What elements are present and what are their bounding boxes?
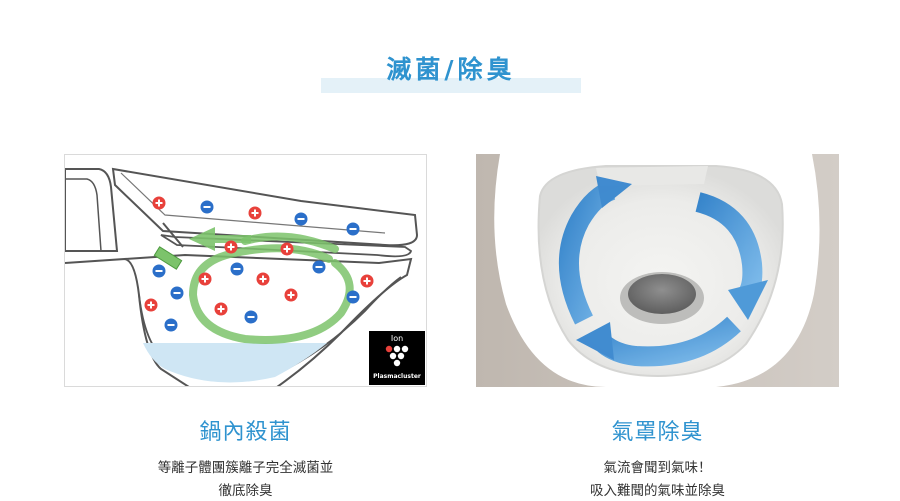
logo-ion-text: Ion: [390, 334, 404, 343]
page-title: 滅菌/除臭: [386, 55, 516, 84]
left-caption-line2: 徹底除臭: [218, 483, 273, 499]
logo-plasmacluster-text: Plasmacluster: [373, 373, 421, 380]
right-caption-line2: 吸入難聞的氣味並除臭: [590, 483, 725, 499]
negative-ions: [152, 200, 360, 332]
left-caption-line1: 等離子體團簇離子完全滅菌並: [157, 460, 334, 476]
plasmacluster-logo: Ion Plasmacluster: [369, 331, 425, 385]
right-caption-line1: 氣流會聞到氣味！: [603, 460, 712, 476]
sterilization-illustration: Ion Plasmacluster: [64, 154, 427, 387]
left-caption-title: 鍋內殺菌: [199, 420, 292, 445]
section-header: 滅菌/除臭: [321, 42, 581, 94]
toilet-bowl-photo: [476, 154, 839, 387]
title-underline-bar: [321, 78, 581, 93]
positive-ions: [144, 196, 374, 316]
toilet-diagram: [65, 167, 419, 386]
airflow-arrows: [558, 176, 768, 367]
deodorization-illustration: [476, 154, 839, 387]
ion-dots-icon: [385, 345, 409, 367]
right-caption-title: 氣罩除臭: [611, 420, 704, 445]
